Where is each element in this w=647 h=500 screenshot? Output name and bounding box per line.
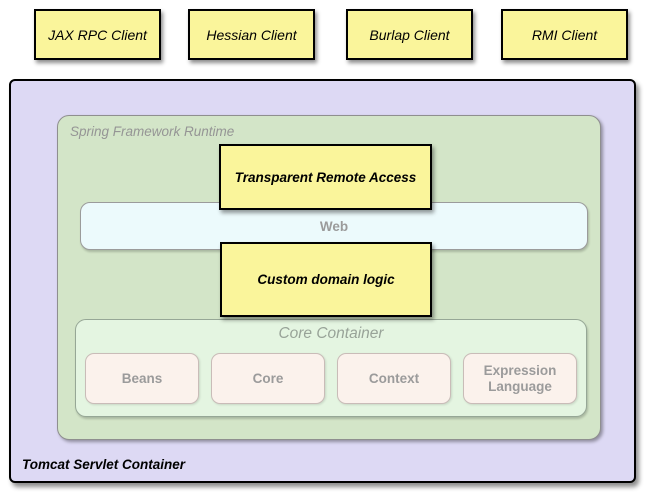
module-label: Context [368, 370, 420, 386]
client-label: Burlap Client [369, 26, 450, 43]
tomcat-container-label: Tomcat Servlet Container [22, 457, 186, 472]
module-label: Expression Language [483, 362, 557, 394]
module-core: Core [211, 353, 325, 404]
core-modules-row: Beans Core Context Expression Language [85, 353, 577, 404]
client-label: RMI Client [531, 26, 598, 43]
client-box-rmi: RMI Client [501, 9, 628, 60]
custom-domain-logic-label: Custom domain logic [257, 272, 395, 287]
transparent-remote-access-box: Transparent Remote Access [219, 144, 432, 210]
client-box-burlap: Burlap Client [346, 9, 473, 60]
spring-framework-runtime: Spring Framework Runtime Web Transparent… [57, 115, 601, 440]
client-label: Hessian Client [206, 26, 297, 43]
client-label: JAX RPC Client [48, 26, 147, 43]
spring-runtime-label: Spring Framework Runtime [70, 124, 235, 139]
web-layer-label: Web [319, 218, 349, 234]
client-box-hessian: Hessian Client [188, 9, 315, 60]
module-expression-language: Expression Language [463, 353, 577, 404]
tomcat-servlet-container: Spring Framework Runtime Web Transparent… [9, 79, 636, 483]
module-label: Core [252, 370, 284, 386]
module-context: Context [337, 353, 451, 404]
transparent-remote-access-label: Transparent Remote Access [234, 169, 417, 185]
module-label: Beans [121, 370, 163, 386]
custom-domain-logic-box: Custom domain logic [220, 242, 432, 317]
client-box-jax-rpc: JAX RPC Client [34, 9, 161, 60]
module-beans: Beans [85, 353, 199, 404]
core-container: Core Container Beans Core Context Expres… [75, 319, 587, 417]
core-container-title: Core Container [278, 325, 384, 342]
